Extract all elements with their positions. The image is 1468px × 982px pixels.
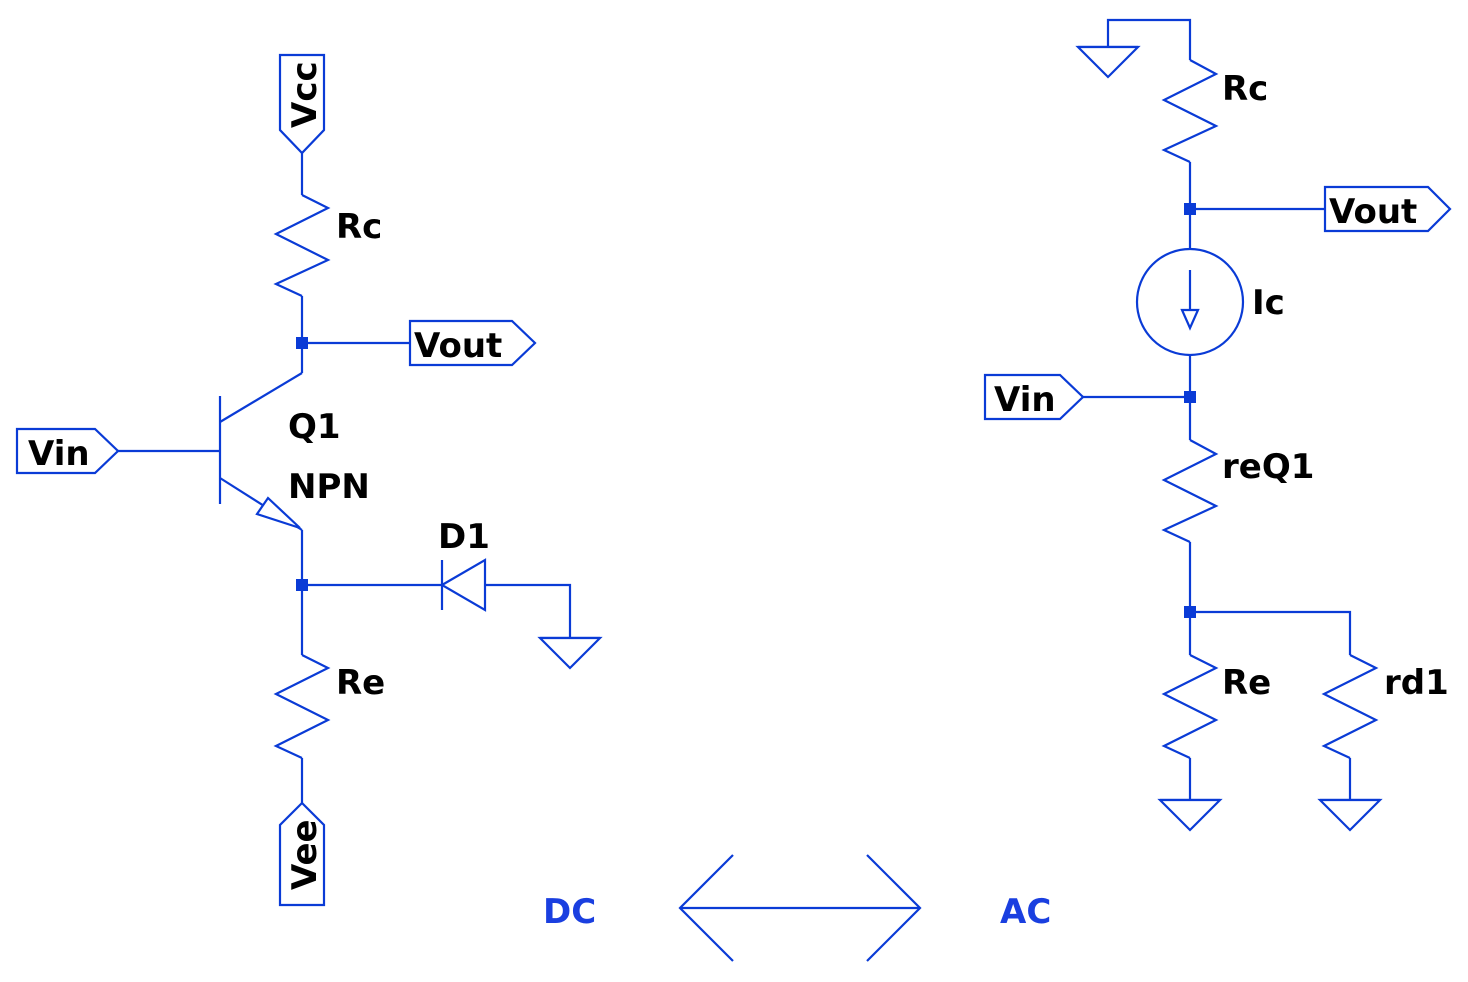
- dc-re-label: Re: [336, 663, 385, 703]
- dc-rc-resistor: [273, 194, 331, 297]
- vcc-label: Vcc: [285, 61, 325, 128]
- q1-npn-transistor: [218, 372, 303, 531]
- rd1-label: rd1: [1384, 663, 1449, 703]
- rd1-resistor: [1321, 654, 1379, 759]
- q1-type-label: NPN: [288, 467, 370, 507]
- ic-current-source: [1135, 247, 1245, 357]
- double-arrow-icon: [678, 854, 922, 962]
- vcc-port: Vcc: [278, 53, 326, 155]
- dc-vin-label: Vin: [28, 434, 90, 474]
- ic-label: Ic: [1252, 283, 1285, 323]
- dc-vin-port: Vin: [15, 427, 120, 475]
- dc-vout-port: Vout: [408, 319, 537, 367]
- ac-vout-port: Vout: [1323, 185, 1452, 233]
- ac-circuit: Rc Vout Ic Vin reQ1: [983, 18, 1452, 832]
- ac-vin-label: Vin: [994, 380, 1056, 420]
- ac-re-resistor: [1161, 654, 1219, 759]
- d1-label: D1: [438, 517, 490, 557]
- ac-re-label: Re: [1222, 663, 1271, 703]
- dc-ac-annotation: DC AC: [543, 854, 1051, 962]
- ac-rc-label: Rc: [1222, 69, 1268, 109]
- dc-circuit: Vcc Rc Vout Q1 NPN Vin: [15, 53, 603, 907]
- q1-name-label: Q1: [288, 407, 341, 447]
- ac-rc-resistor: [1161, 59, 1219, 163]
- dc-annotation-label: DC: [543, 892, 596, 932]
- ac-vout-label: Vout: [1329, 192, 1417, 232]
- dc-vout-label: Vout: [414, 326, 502, 366]
- dc-diode-ground-icon: [537, 636, 603, 670]
- dc-re-resistor: [273, 654, 331, 759]
- req1-label: reQ1: [1222, 447, 1314, 487]
- req1-resistor: [1161, 439, 1219, 543]
- ac-top-ground-icon: [1075, 45, 1141, 79]
- ac-re-ground-icon: [1157, 798, 1223, 832]
- dc-rc-label: Rc: [336, 207, 382, 247]
- vee-port: Vee: [278, 801, 326, 907]
- ac-annotation-label: AC: [1000, 892, 1051, 932]
- vee-label: Vee: [285, 819, 325, 890]
- ac-rd1-ground-icon: [1317, 798, 1383, 832]
- ac-vin-port: Vin: [983, 373, 1085, 421]
- d1-diode: [439, 558, 487, 612]
